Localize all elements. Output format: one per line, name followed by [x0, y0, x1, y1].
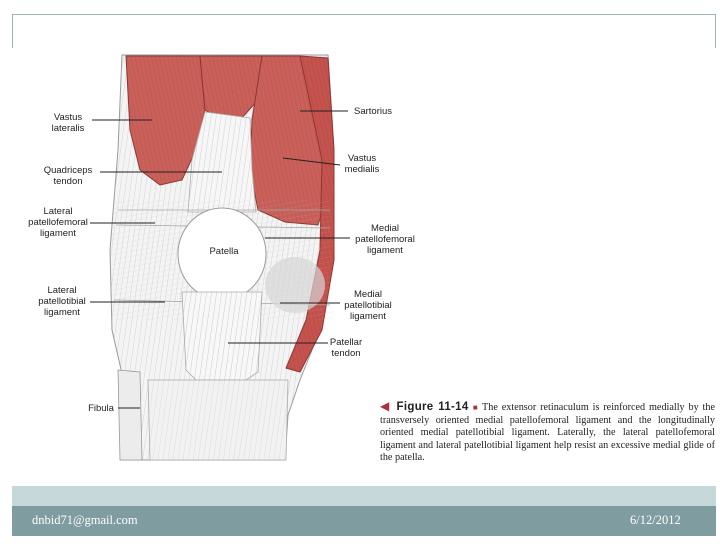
label-vastus-medialis: Vastus medialis: [344, 153, 380, 175]
footer-dark-band: [12, 506, 716, 536]
label-quadriceps-tendon: Quadriceps tendon: [43, 165, 93, 187]
label-sartorius: Sartorius: [353, 106, 392, 117]
slide-top-rule: [12, 14, 716, 15]
label-medial-patellotibial-ligament: Medial patellotibial ligament: [344, 289, 392, 322]
label-patellar-tendon: Patellar tendon: [329, 337, 363, 359]
footer-email: dnbid71@gmail.com: [32, 513, 138, 527]
fibula-bone: [117, 369, 143, 461]
slide-right-rule: [715, 14, 716, 48]
figure-caption: ◀ Figure 11-14■The extensor retinaculum i…: [380, 400, 715, 465]
label-lateral-patellotibial-ligament: Lateral patellotibial ligament: [38, 285, 86, 318]
caption-text: The extensor retinaculum is reinforced m…: [380, 402, 715, 464]
leader-lines: [90, 110, 350, 409]
caption-square-icon: ■: [471, 403, 480, 412]
label-lateral-patellofemoral-ligament: Lateral patellofemoral ligament: [28, 206, 88, 239]
label-vastus-lateralis: Vastus lateralis: [51, 112, 85, 134]
footer-light-band: [12, 486, 716, 506]
figure-number: Figure 11-14: [396, 401, 469, 413]
label-patella: Patella: [209, 246, 239, 257]
label-medial-patellofemoral-ligament: Medial patellofemoral ligament: [355, 223, 415, 256]
label-fibula: Fibula: [88, 403, 114, 414]
medial-retinaculum-shade: [265, 257, 325, 313]
knee-illustration: [90, 54, 350, 461]
caption-arrow-icon: ◀: [380, 399, 391, 413]
footer-date: 6/12/2012: [630, 513, 681, 527]
slide-left-rule: [12, 14, 13, 48]
